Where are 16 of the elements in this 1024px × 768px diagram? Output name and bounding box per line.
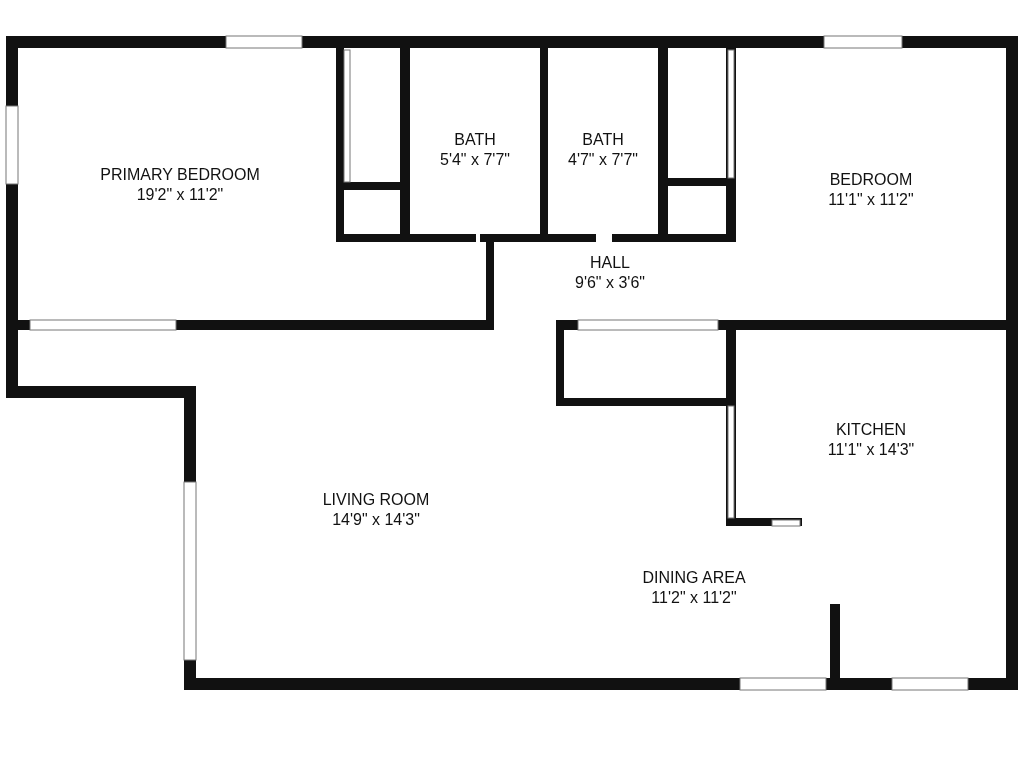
room-dimensions: 14'9" x 14'3" [332,510,420,530]
room-dimensions: 11'2" x 11'2" [651,588,737,608]
room-dimensions: 4'7" x 7'7" [568,150,638,170]
room-name: LIVING ROOM [322,490,430,510]
room-name: HALL [590,253,630,273]
room-name: DINING AREA [642,568,746,588]
room-name: KITCHEN [835,420,907,440]
room-dimensions: 19'2" x 11'2" [136,185,224,205]
room-dimensions: 11'1" x 14'3" [827,440,915,460]
room-name: PRIMARY BEDROOM [100,165,260,185]
room-dimensions: 9'6" x 3'6" [575,273,645,293]
room-name: BATH [582,130,624,150]
room-dimensions: 5'4" x 7'7" [440,150,510,170]
room-name: BATH [454,130,496,150]
room-dimensions: 11'1" x 11'2" [828,190,914,210]
room-name: BEDROOM [829,170,913,190]
